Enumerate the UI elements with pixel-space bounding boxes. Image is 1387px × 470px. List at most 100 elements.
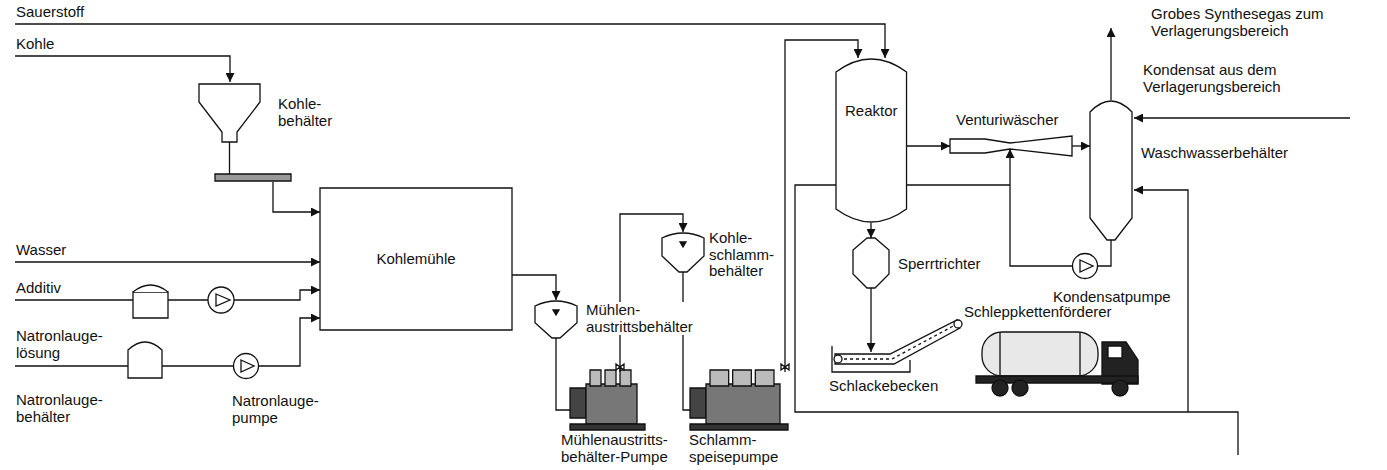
pump-motor xyxy=(570,388,586,418)
equipment-label: Kohle- schlamm- behälter xyxy=(708,230,775,280)
pump-cylinder xyxy=(733,370,752,386)
pump-gearbox xyxy=(706,384,780,424)
column-outline xyxy=(1090,101,1132,240)
feeder-belt xyxy=(215,174,291,181)
process-line xyxy=(1072,145,1090,146)
tanker-truck xyxy=(976,332,1138,396)
equipment-label: Waschwasserbehälter xyxy=(1140,145,1289,162)
additive-line xyxy=(15,299,133,300)
equipment-label: Venturiwäscher xyxy=(955,112,1060,129)
equipment-label: Schlamm- speisepumpe xyxy=(688,432,779,465)
mill-discharge-pump: Mühlenaustritts- behälter-Pumpe xyxy=(570,362,645,430)
equipment-label: Reaktor xyxy=(844,103,899,120)
pump-cylinder xyxy=(710,370,729,386)
slurry-feed-pump-symbol xyxy=(690,362,788,430)
level-mark xyxy=(553,310,559,315)
lock-hopper: Sperrtrichter xyxy=(853,238,889,288)
pump-circle xyxy=(208,287,234,313)
pump-circle xyxy=(234,354,259,379)
process-line xyxy=(162,365,233,366)
truck-wheel xyxy=(992,380,1008,396)
oxygen-line xyxy=(15,24,885,58)
mill-discharge-tank: Mühlen- austrittsbehälter xyxy=(535,300,577,338)
stream-label: Sauerstoff xyxy=(15,4,85,21)
truck-tank-ring xyxy=(1000,332,1080,376)
pump-cylinder xyxy=(605,370,616,386)
process-line xyxy=(683,272,690,410)
symbol-group xyxy=(950,136,1072,156)
pump-cylinder xyxy=(620,370,631,386)
symbol-group xyxy=(853,238,889,288)
symbol-group xyxy=(570,362,645,430)
pump-base xyxy=(570,424,645,430)
truck-window xyxy=(1108,346,1122,358)
symbol-group xyxy=(1090,101,1132,240)
process-line xyxy=(870,223,871,238)
pump-triangle xyxy=(216,294,230,306)
conveyor-chain xyxy=(838,324,957,359)
caustic-pump-symbol xyxy=(233,353,259,379)
slurry-tank-symbol xyxy=(662,232,704,272)
caustic-tank-symbol xyxy=(128,340,162,378)
symbol-group xyxy=(690,362,789,430)
pump-valve xyxy=(616,362,624,372)
tank-roof xyxy=(133,285,168,292)
coal-mill: Kohlemühle xyxy=(320,188,512,330)
tank-outline xyxy=(128,342,162,378)
additive-line xyxy=(168,299,208,300)
symbol-group xyxy=(1073,254,1098,279)
additive-pump xyxy=(208,287,234,313)
equipment-label: Mühlenaustritts- behälter-Pumpe xyxy=(560,432,682,465)
process-line xyxy=(870,288,871,352)
equipment-label: Kohle- behälter xyxy=(277,96,333,129)
drag-chain-conveyor: Schleppkettenförderer xyxy=(835,318,960,368)
mill-box xyxy=(320,188,512,330)
caustic-tank: Natronlauge- behälter xyxy=(128,340,162,378)
pump-triangle xyxy=(1080,260,1093,272)
conveyor-sprocket xyxy=(954,320,962,328)
additive-line xyxy=(234,290,320,300)
vessel-outline xyxy=(662,233,704,272)
equipment-label: Natronlauge- behälter xyxy=(15,392,104,425)
process-line xyxy=(1098,240,1111,266)
additive-tank xyxy=(133,285,168,318)
equipment-label: Sperrtrichter xyxy=(897,256,982,273)
stream-label: Kohle xyxy=(15,36,55,53)
wash-water-tank: Waschwasserbehälter xyxy=(1090,100,1132,240)
process-line xyxy=(273,182,320,212)
pump-motor xyxy=(690,388,706,418)
lock-hopper-outline xyxy=(853,238,889,288)
stream-label: Grobes Synthesegas zum Verlagerungsberei… xyxy=(1150,6,1327,39)
lock-hopper-symbol xyxy=(853,238,889,288)
truck-wheel xyxy=(1112,380,1128,396)
caustic-pump: Natronlauge- pumpe xyxy=(233,353,259,379)
pump-gearbox xyxy=(586,384,637,424)
recycle-line xyxy=(906,184,1010,185)
conveyor-sprocket xyxy=(834,355,842,363)
process-line xyxy=(1010,149,1072,266)
symbol-group xyxy=(128,342,162,378)
water-line xyxy=(15,261,320,262)
wash-water-tank-symbol xyxy=(1090,100,1132,240)
conveyor-belt xyxy=(835,320,960,364)
recycle-line xyxy=(795,185,1238,455)
reactor-vessel: Reaktor xyxy=(836,58,907,223)
symbol-group xyxy=(535,301,577,338)
process-line xyxy=(556,338,570,410)
equipment-label: Schlackebecken xyxy=(828,378,939,395)
drag-chain-conveyor-symbol xyxy=(835,318,960,368)
truck-wheel xyxy=(1012,380,1028,396)
syngas-outlet xyxy=(1110,28,1111,100)
stream-label: Kondensat aus dem Verlagerungsbereich xyxy=(1142,62,1294,95)
hopper-outline xyxy=(199,84,260,142)
hopper-chute xyxy=(229,142,230,174)
tank-body xyxy=(133,292,168,318)
equipment-label: Kohlemühle xyxy=(375,251,456,268)
stream-label: Natronlauge- lösung xyxy=(15,328,104,361)
stream-label: Additiv xyxy=(15,280,62,297)
pump-triangle xyxy=(241,360,254,372)
coal-feed-line xyxy=(15,56,230,82)
coal-hopper: Kohle- behälter xyxy=(197,82,292,182)
